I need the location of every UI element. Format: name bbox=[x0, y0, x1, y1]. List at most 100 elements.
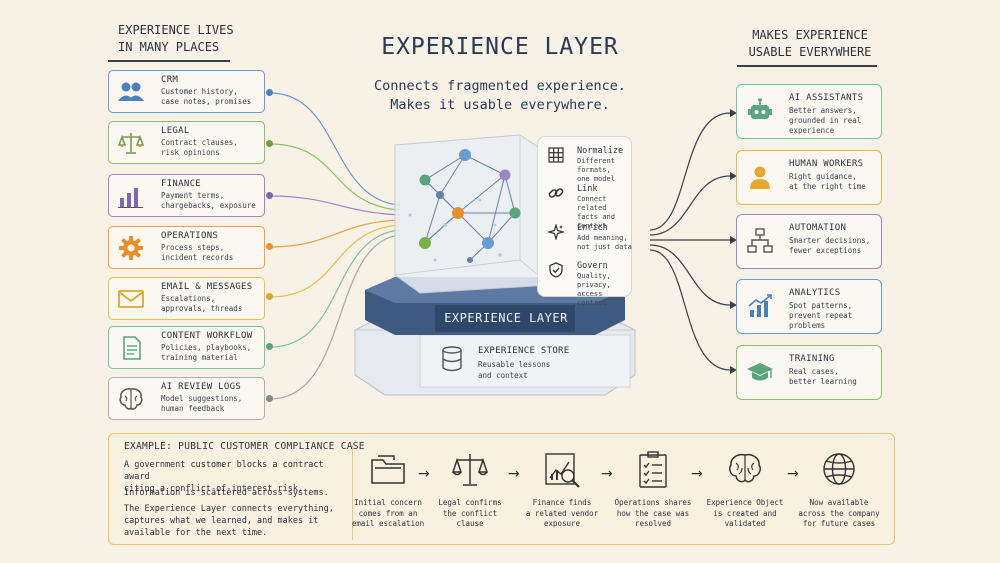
experience-layer-label: EXPERIENCE LAYER bbox=[444, 311, 568, 325]
person-icon bbox=[750, 166, 770, 189]
function-enrich[interactable]: Enrich Add meaning,not just data bbox=[538, 218, 633, 256]
function-desc-line: one model bbox=[577, 175, 615, 183]
output-desc-line: Right guidance, bbox=[789, 172, 857, 181]
page-title: EXPERIENCE LAYER bbox=[381, 34, 619, 60]
function-desc-line: access control bbox=[577, 290, 607, 307]
store-desc: Reusable lessons and context bbox=[478, 360, 550, 381]
function-desc-line: Quality, privacy, bbox=[577, 272, 611, 289]
scales-icon bbox=[451, 454, 489, 486]
source-desc-line: approvals, threads bbox=[161, 304, 243, 313]
step-caption-line: across the company bbox=[798, 508, 880, 518]
flowchart-icon bbox=[747, 228, 773, 253]
source-desc-line: Contract clauses, bbox=[161, 138, 238, 147]
function-desc-line: not just data bbox=[577, 243, 632, 251]
output-desc-line: problems bbox=[789, 321, 826, 330]
source-card-finance[interactable]: FINANCE Payment terms,chargebacks, expos… bbox=[108, 174, 265, 217]
source-title: OPERATIONS bbox=[161, 231, 219, 241]
globe-icon bbox=[823, 453, 855, 485]
source-desc: Process steps,incident records bbox=[161, 243, 261, 263]
step-caption-line: Legal confirms bbox=[438, 498, 502, 507]
function-govern[interactable]: Govern Quality, privacy,access control bbox=[538, 256, 633, 307]
function-title: Link bbox=[577, 184, 598, 194]
magnifier-chart-icon bbox=[545, 453, 580, 488]
function-normalize[interactable]: Normalize Different formats,one model bbox=[538, 141, 633, 183]
source-title: FINANCE bbox=[161, 179, 202, 189]
output-card-ai-assistants[interactable]: AI ASSISTANTS Better answers,grounded in… bbox=[736, 84, 882, 139]
source-card-legal[interactable]: LEGAL Contract clauses,risk opinions bbox=[108, 121, 265, 164]
step-caption-line: a related vendor bbox=[525, 508, 599, 518]
source-card-email[interactable]: EMAIL & MESSAGES Escalations,approvals, … bbox=[108, 277, 265, 320]
output-title: AUTOMATION bbox=[789, 223, 847, 233]
right-header-line-2: USABLE EVERYWHERE bbox=[748, 45, 872, 59]
example-text-line: Information is scattered across systems. bbox=[124, 488, 329, 498]
store-desc-line: Reusable lessons bbox=[478, 360, 551, 369]
example-panel bbox=[108, 433, 895, 545]
scales-icon bbox=[117, 133, 145, 154]
left-header-line-2: IN MANY PLACES bbox=[118, 40, 220, 54]
output-title: HUMAN WORKERS bbox=[789, 159, 864, 169]
left-header: EXPERIENCE LIVES IN MANY PLACES bbox=[118, 22, 234, 56]
output-title: TRAINING bbox=[789, 354, 835, 364]
right-header: MAKES EXPERIENCE USABLE EVERYWHERE bbox=[742, 27, 878, 61]
step-caption-line: for future cases bbox=[802, 519, 876, 528]
source-desc: Escalations,approvals, threads bbox=[161, 294, 261, 314]
example-paragraph-1: A government customer blocks a contract … bbox=[124, 459, 344, 495]
source-desc-line: chargebacks, exposure bbox=[161, 201, 256, 210]
graduation-cap-icon bbox=[747, 363, 773, 381]
source-desc: Model suggestions,human feedback bbox=[161, 394, 261, 414]
output-desc-line: fewer exceptions bbox=[789, 246, 862, 255]
source-card-operations[interactable]: OPERATIONS Process steps,incident record… bbox=[108, 226, 265, 269]
output-card-training[interactable]: TRAINING Real cases,better learning bbox=[736, 345, 882, 400]
source-card-ai-review-logs[interactable]: AI REVIEW LOGS Model suggestions,human f… bbox=[108, 377, 265, 420]
example-text-line: A government customer blocks a contract … bbox=[124, 460, 324, 482]
function-desc: Quality, privacy,access control bbox=[577, 272, 633, 308]
step-caption-line: exposure bbox=[543, 519, 581, 528]
source-desc: Contract clauses,risk opinions bbox=[161, 138, 261, 158]
source-desc-line: Escalations, bbox=[161, 294, 216, 303]
source-desc-line: risk opinions bbox=[161, 148, 220, 157]
source-desc-line: training material bbox=[161, 353, 238, 362]
grid-icon bbox=[548, 147, 564, 163]
step-caption-line: validated bbox=[724, 519, 766, 528]
step-caption-line: email escalation bbox=[351, 519, 425, 528]
right-header-line-1: MAKES EXPERIENCE bbox=[752, 28, 868, 42]
subtitle-line-1: Connects fragmented experience. bbox=[374, 78, 626, 94]
connector-dot bbox=[266, 243, 273, 250]
output-card-automation[interactable]: AUTOMATION Smarter decisions,fewer excep… bbox=[736, 214, 882, 269]
source-desc: Payment terms,chargebacks, exposure bbox=[161, 191, 261, 211]
arrow-right-icon: → bbox=[508, 466, 520, 482]
chart-up-icon bbox=[748, 294, 772, 317]
source-title: CONTENT WORKFLOW bbox=[161, 331, 253, 341]
arrow-right-icon: → bbox=[691, 466, 703, 482]
step-caption-line: the conflict bbox=[442, 508, 498, 518]
source-card-content-workflow[interactable]: CONTENT WORKFLOW Policies, playbooks,tra… bbox=[108, 326, 265, 369]
output-desc: Right guidance,at the right time bbox=[789, 172, 881, 192]
function-desc: Different formats,one model bbox=[577, 157, 633, 184]
layer-functions-panel: Normalize Different formats,one model Li… bbox=[537, 136, 633, 307]
source-card-crm[interactable]: CRM Customer history,case notes, promise… bbox=[108, 70, 265, 113]
connector-dot bbox=[266, 140, 273, 147]
example-text-line: captures what we learned, and makes it bbox=[124, 516, 319, 526]
right-header-underline bbox=[737, 65, 877, 67]
brain-icon bbox=[729, 453, 761, 483]
robot-icon bbox=[748, 98, 772, 119]
output-title: AI ASSISTANTS bbox=[789, 93, 864, 103]
store-title: EXPERIENCE STORE bbox=[478, 346, 570, 356]
connector-dot bbox=[266, 395, 273, 402]
connector-dot bbox=[266, 343, 273, 350]
function-title: Govern bbox=[577, 261, 608, 271]
connector-dot bbox=[266, 293, 273, 300]
output-card-human-workers[interactable]: HUMAN WORKERS Right guidance,at the righ… bbox=[736, 150, 882, 205]
step-caption-line: Experience Object bbox=[706, 498, 784, 507]
output-title: ANALYTICS bbox=[789, 288, 841, 298]
output-desc-line: Better answers, bbox=[789, 106, 857, 115]
step-caption-line: resolved bbox=[634, 519, 672, 528]
left-header-line-1: EXPERIENCE LIVES bbox=[118, 23, 234, 37]
